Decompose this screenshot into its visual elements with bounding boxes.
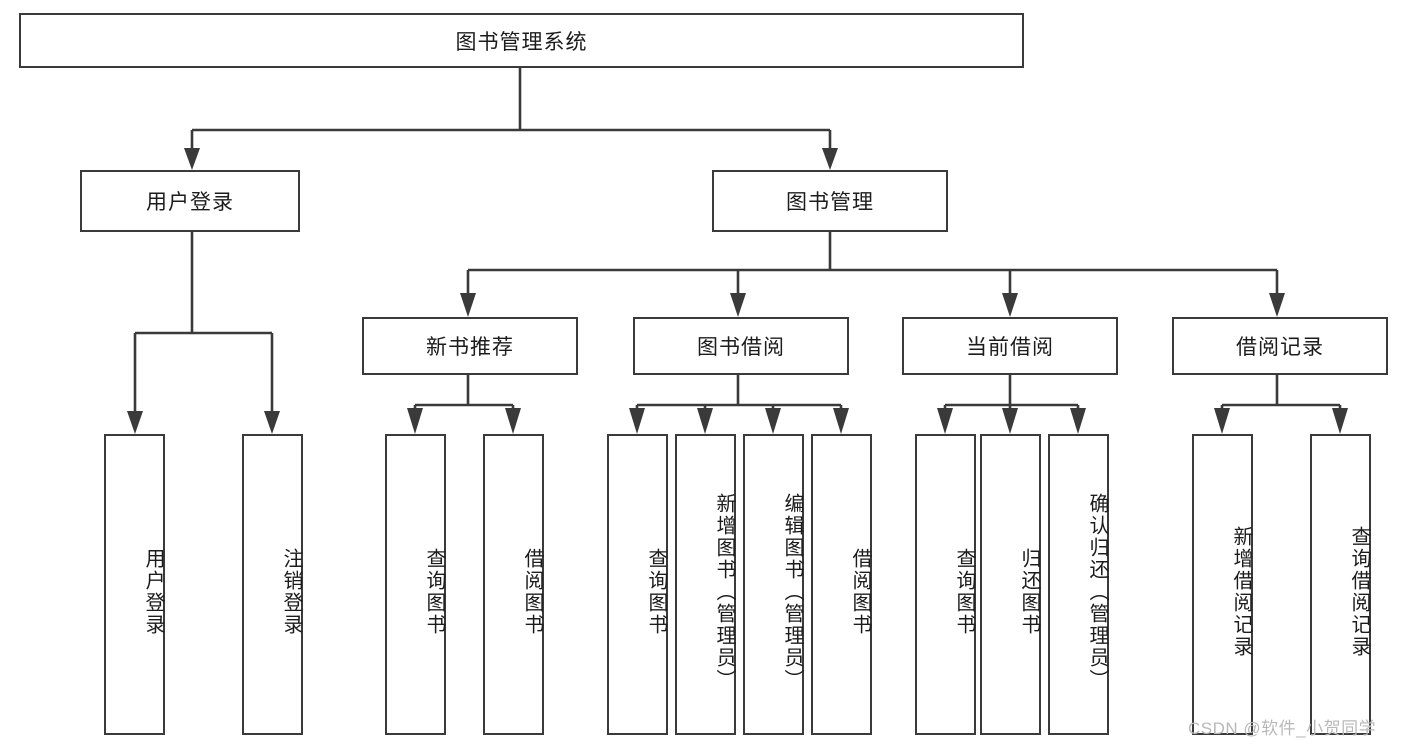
node-root-system[interactable]: 图书管理系统 xyxy=(19,13,1024,68)
leaf-user-login[interactable]: 用户登录 xyxy=(104,434,165,735)
node-current-borrow[interactable]: 当前借阅 xyxy=(902,317,1118,375)
leaf-user-logout[interactable]: 注销登录 xyxy=(242,434,303,735)
leaf-return-book[interactable]: 归还图书 xyxy=(980,434,1041,735)
leaf-query-book-borrow[interactable]: 查询图书 xyxy=(607,434,668,735)
node-user-login[interactable]: 用户登录 xyxy=(80,170,300,232)
node-book-management[interactable]: 图书管理 xyxy=(712,170,948,232)
leaf-add-book-admin[interactable]: 新增图书（管理员） xyxy=(675,434,736,735)
node-book-borrow[interactable]: 图书借阅 xyxy=(633,317,849,375)
leaf-add-borrow-record[interactable]: 新增借阅记录 xyxy=(1192,434,1253,735)
leaf-query-book-current[interactable]: 查询图书 xyxy=(915,434,976,735)
leaf-borrow-book[interactable]: 借阅图书 xyxy=(811,434,872,735)
node-new-book-recommend[interactable]: 新书推荐 xyxy=(362,317,578,375)
leaf-query-borrow-record[interactable]: 查询借阅记录 xyxy=(1310,434,1371,735)
node-borrow-record[interactable]: 借阅记录 xyxy=(1172,317,1388,375)
leaf-confirm-return-admin[interactable]: 确认归还（管理员） xyxy=(1048,434,1109,735)
leaf-edit-book-admin[interactable]: 编辑图书（管理员） xyxy=(743,434,804,735)
leaf-query-book-new[interactable]: 查询图书 xyxy=(385,434,446,735)
leaf-borrow-book-new[interactable]: 借阅图书 xyxy=(483,434,544,735)
